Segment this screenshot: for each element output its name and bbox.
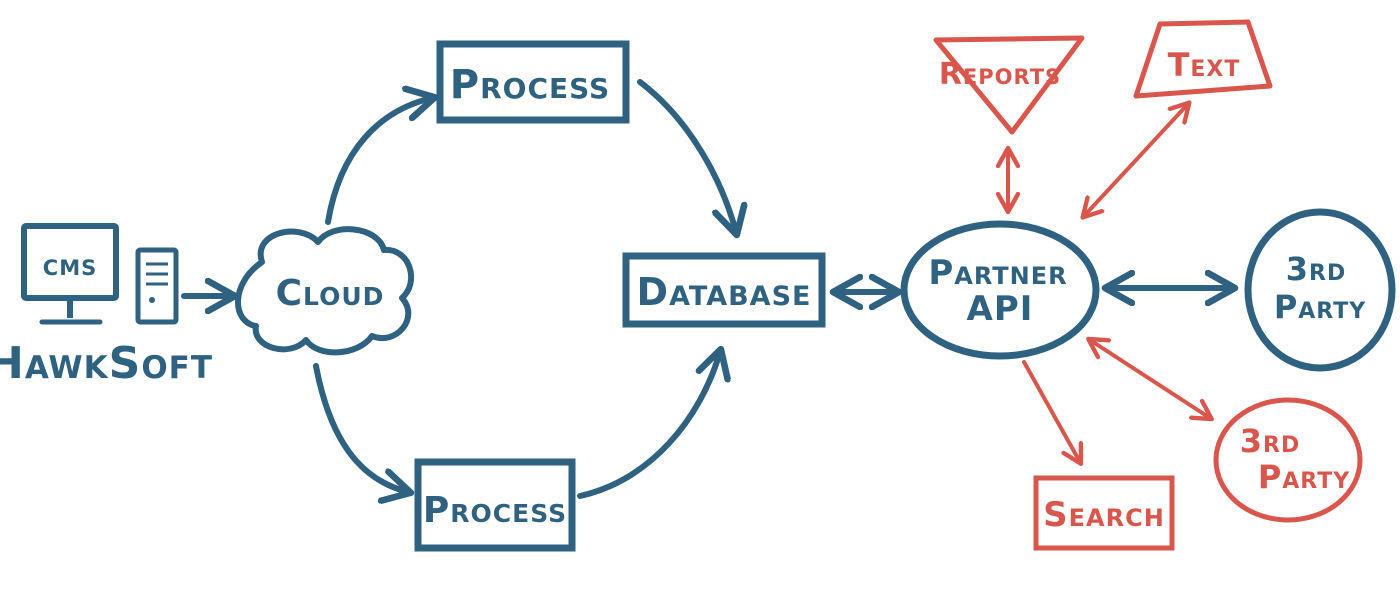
- edge-process-top-to-database: [637, 79, 736, 232]
- partner-api-ellipse: [900, 220, 1100, 360]
- third-party-blue-label-line1: 3rd: [1286, 250, 1346, 288]
- process-top-label: Process: [450, 62, 610, 108]
- third-party-red-ellipse: [1213, 397, 1363, 523]
- reports-label: Reports: [939, 57, 1061, 92]
- third-party-blue-ellipse: [1244, 208, 1396, 372]
- database-box: [622, 252, 826, 328]
- search-box: [1033, 475, 1175, 551]
- process-top-box: [436, 40, 630, 124]
- search-label: Search: [1043, 495, 1165, 535]
- cloud-label: Cloud: [276, 273, 385, 314]
- pc-tower-icon: [135, 247, 179, 325]
- partner-api-label-line2: API: [967, 289, 1034, 329]
- edge-partner-api-to-text: [1084, 104, 1188, 216]
- database-label: Database: [637, 270, 812, 314]
- partner-api-label-line1: Partner: [928, 253, 1067, 293]
- text-trapezoid: [1133, 19, 1273, 99]
- edge-cloud-to-process-top: [325, 98, 432, 225]
- hawksoft-label: HawkSoft: [0, 338, 213, 389]
- process-bottom-box: [414, 458, 576, 552]
- cloud-shape: [235, 226, 414, 356]
- edge-cloud-to-process-bottom: [313, 363, 408, 492]
- edge-partner-api-third-party-red: [1090, 340, 1210, 418]
- cms-label: cms: [43, 248, 97, 283]
- text-label: Text: [1168, 46, 1241, 84]
- process-bottom-label: Process: [423, 490, 567, 531]
- third-party-red-label-line2: Party: [1258, 458, 1350, 496]
- reports-triangle: [933, 35, 1085, 135]
- edge-process-bottom-to-database: [577, 352, 720, 499]
- computer-monitor-icon: [21, 223, 119, 325]
- third-party-blue-label-line2: Party: [1274, 288, 1366, 326]
- third-party-red-label-line1: 3rd: [1240, 422, 1300, 460]
- edge-partner-api-to-search: [1022, 360, 1080, 462]
